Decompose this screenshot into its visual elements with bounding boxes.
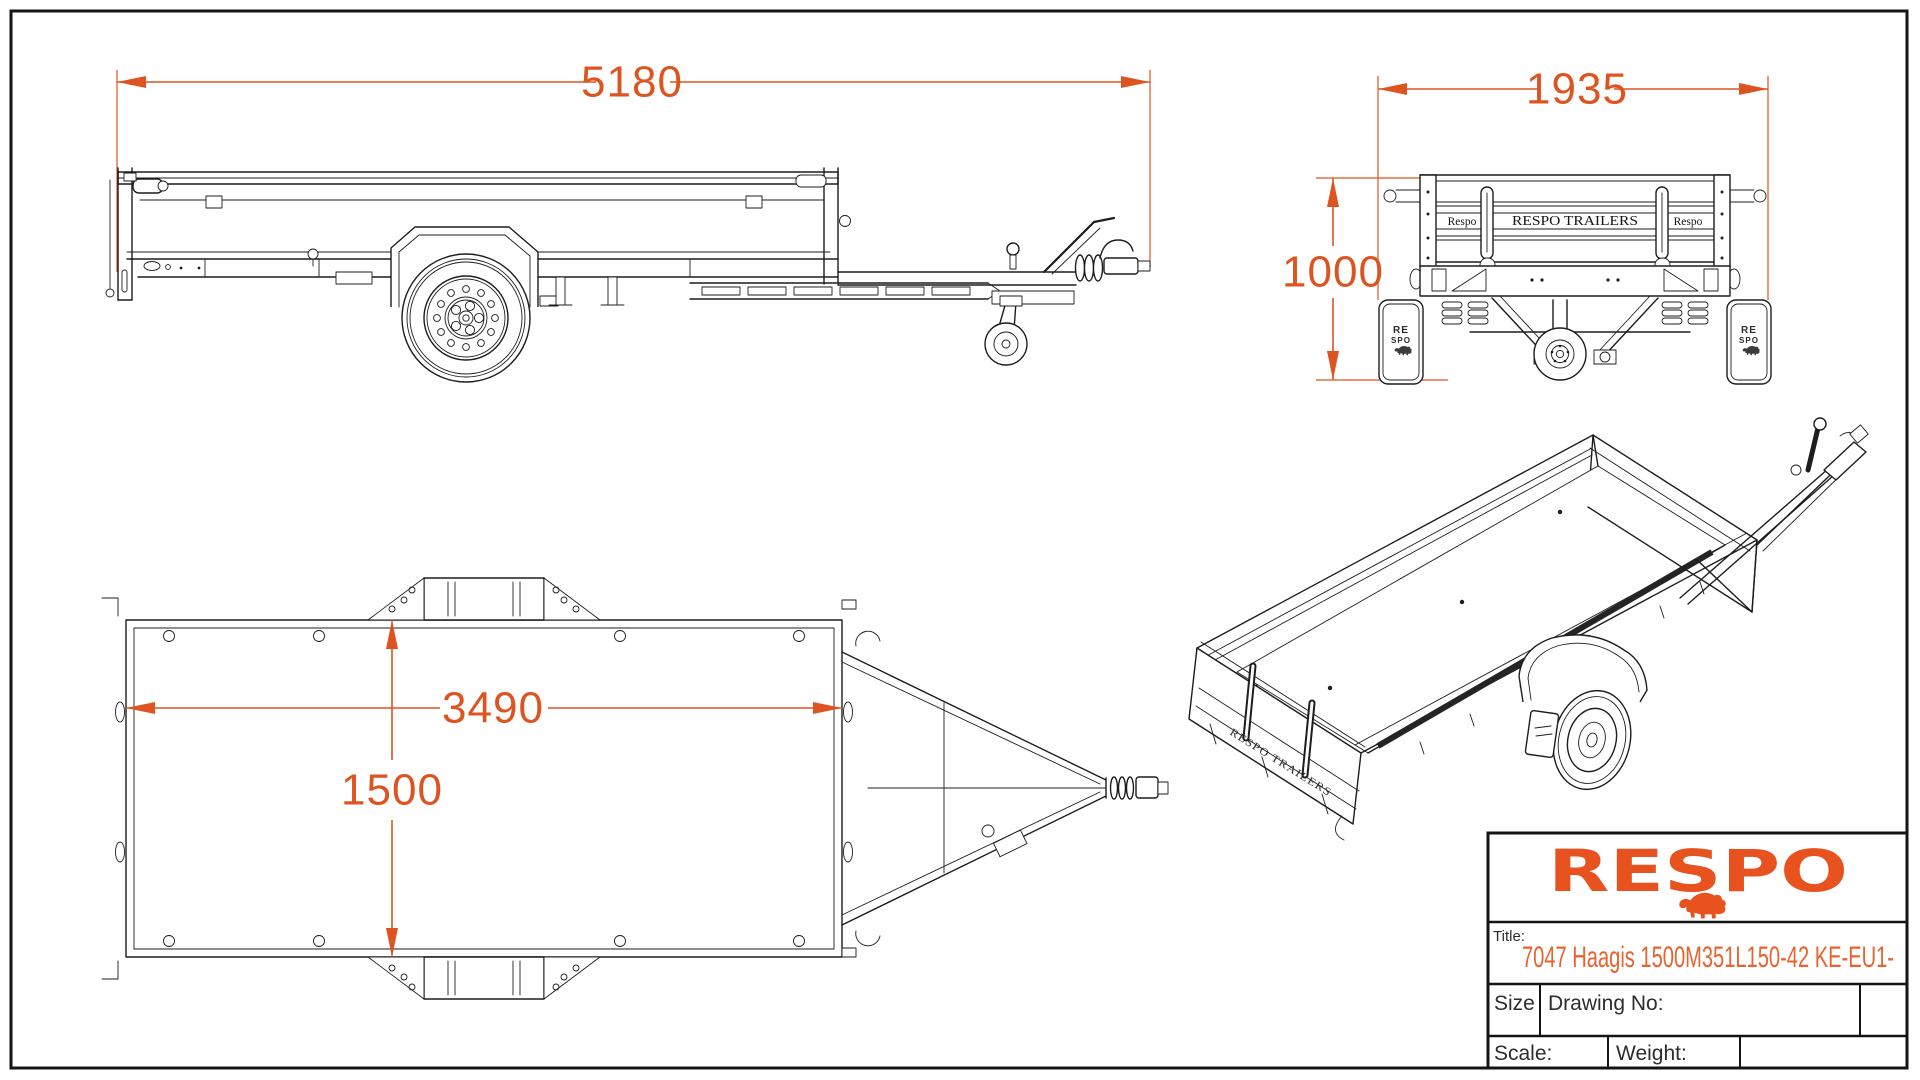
rear-view-body: RESPO TRAILERS Respo Respo: [1383, 174, 1767, 297]
top-view-axle-mount-upper: [367, 577, 601, 621]
mudguard-logo-line2-right: SPO: [1739, 336, 1759, 345]
top-view-drawbar: [841, 651, 1169, 926]
mudguard-bull-icon: [1394, 345, 1412, 356]
rear-width-value: 1935: [1526, 65, 1628, 114]
title-label: Title:: [1493, 928, 1525, 945]
rear-view-height-dimension: 1000: [1282, 177, 1448, 381]
sheet-border: [9, 9, 1909, 1070]
rear-height-value: 1000: [1282, 248, 1384, 297]
top-width-value: 1500: [341, 766, 443, 815]
mudguard-logo-line1-right: RE: [1741, 325, 1757, 336]
top-view-axle-mount-lower: [367, 956, 601, 1000]
side-view-length-dimension: 5180: [116, 58, 1151, 272]
rear-tailgate-brand-text: RESPO TRAILERS: [1512, 213, 1638, 228]
mudguard-logo-line2-left: SPO: [1391, 336, 1411, 345]
iso-view-drawing: RESPO TRAILERS: [1188, 417, 1869, 841]
rear-view-width-dimension: 1935: [1377, 65, 1769, 300]
side-view-drawing: 5180: [105, 58, 1151, 383]
rear-tailgate-right-brand: Respo: [1674, 216, 1703, 228]
mudguard-logo-line1-left: RE: [1393, 325, 1409, 336]
title-block: RESPO Title: 7047 Haagis 1500M351L150-42…: [1486, 831, 1909, 1070]
iso-drawbar: [1679, 417, 1869, 605]
size-label: Size: [1494, 992, 1535, 1015]
iso-wheel: [1518, 634, 1648, 791]
side-view-drawbar: [689, 216, 1151, 366]
top-view-eyelets: [101, 597, 881, 980]
side-view-wheel: [390, 226, 539, 383]
scale-label: Scale:: [1494, 1042, 1552, 1065]
rear-view-drawing: 1935 1000 R: [1282, 65, 1772, 385]
top-view-width-dimension: 1500: [341, 620, 443, 957]
top-view-drawing: 3490 1500: [101, 577, 1169, 1000]
mudguard-bull-icon: [1742, 345, 1760, 356]
side-length-value: 5180: [581, 58, 683, 107]
rear-view-mudguards: RE SPO RE SPO: [1378, 299, 1772, 385]
drawing-title: 7047 Haagis 1500M351L150-42 KE-EU1-: [1522, 941, 1894, 974]
weight-label: Weight:: [1616, 1042, 1687, 1065]
rear-tailgate-left-brand: Respo: [1448, 216, 1477, 228]
brand-bull-icon: [1679, 892, 1726, 919]
drawing-no-label: Drawing No:: [1548, 992, 1664, 1015]
brand-logo-text: RESPO: [1548, 837, 1848, 905]
top-length-value: 3490: [442, 684, 544, 733]
wheel-bead-holes: [433, 285, 499, 351]
rear-view-undercarriage: [1441, 295, 1709, 381]
top-view-length-dimension: 3490: [126, 684, 842, 733]
